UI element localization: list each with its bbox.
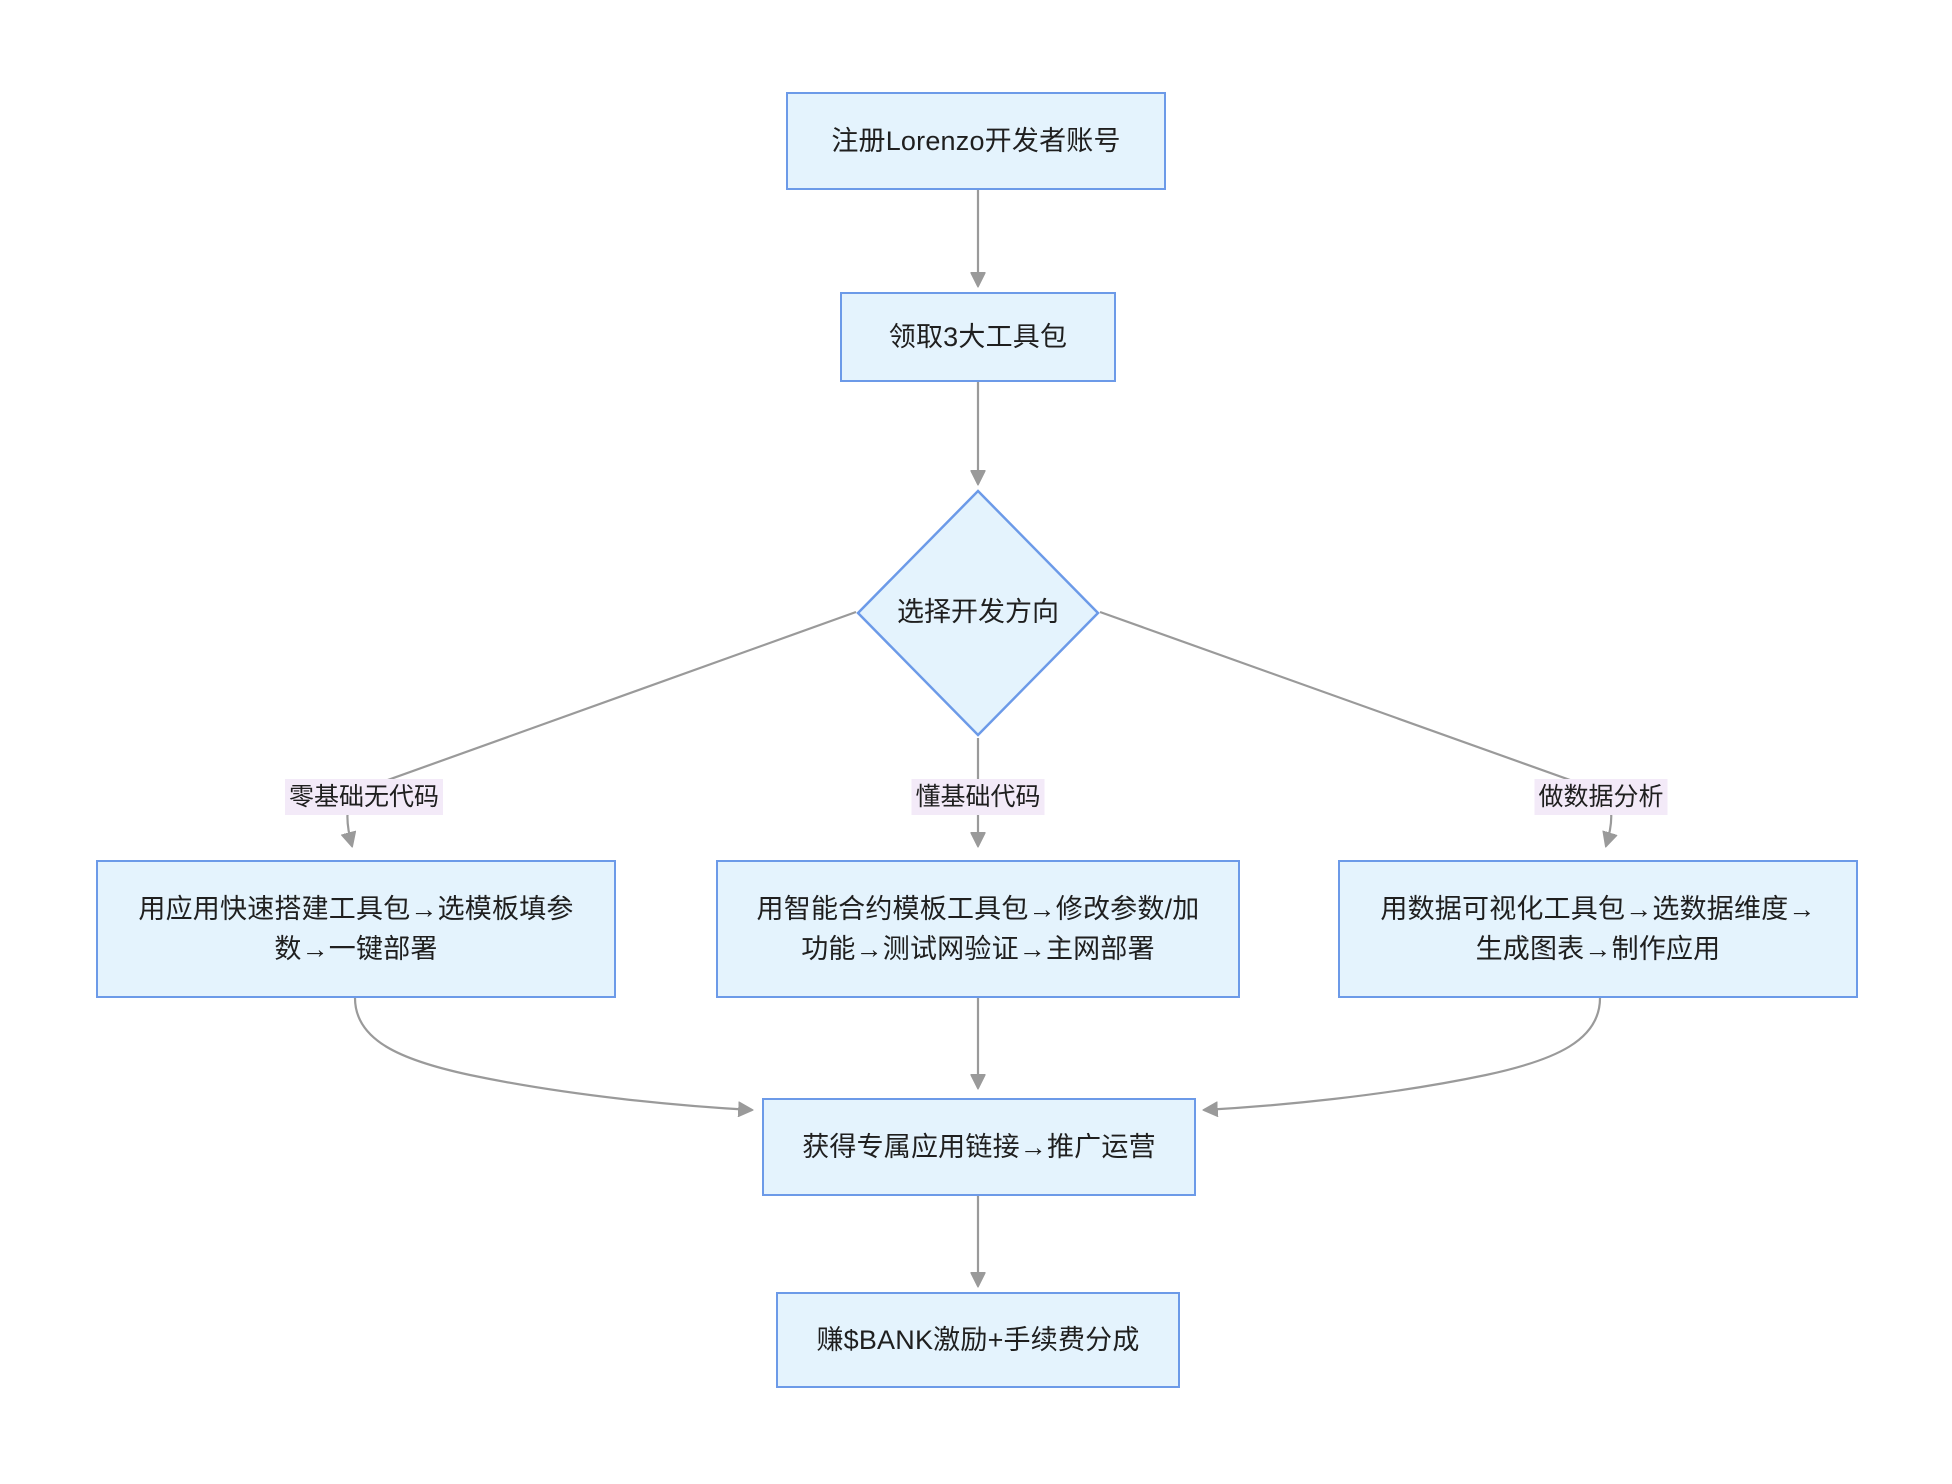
node-toolkits-label: 领取3大工具包 [888,321,1068,352]
node-decision[interactable]: 选择开发方向 [856,489,1100,737]
edge-label-to-code: 懂基础代码 [911,779,1045,815]
node-branch-nocode-label: 用应用快速搭建工具包→选模板填参 数→一键部署 [138,893,574,965]
edge-label-to-nocode: 零基础无代码 [284,779,444,815]
node-branch-data[interactable]: 用数据可视化工具包→选数据维度→ 生成图表→制作应用 [1338,860,1858,998]
node-branch-data-label: 用数据可视化工具包→选数据维度→ 生成图表→制作应用 [1380,893,1816,965]
node-register[interactable]: 注册Lorenzo开发者账号 [786,92,1166,190]
node-branch-code[interactable]: 用智能合约模板工具包→修改参数/加 功能→测试网验证→主网部署 [716,860,1240,998]
node-promote-label: 获得专属应用链接→推广运营 [802,1131,1156,1162]
edge-label-to-data: 做数据分析 [1534,779,1668,815]
node-register-label: 注册Lorenzo开发者账号 [831,125,1121,156]
diamond-shape-icon [856,489,1100,737]
node-toolkits[interactable]: 领取3大工具包 [840,292,1116,382]
node-decision-label: 选择开发方向 [897,597,1059,628]
node-promote[interactable]: 获得专属应用链接→推广运营 [762,1098,1196,1196]
node-earn[interactable]: 赚$BANK激励+手续费分成 [776,1292,1180,1388]
edge-data-to-promote [1204,997,1602,1110]
node-branch-nocode[interactable]: 用应用快速搭建工具包→选模板填参 数→一键部署 [96,860,616,998]
node-earn-label: 赚$BANK激励+手续费分成 [816,1324,1140,1355]
node-branch-code-label: 用智能合约模板工具包→修改参数/加 功能→测试网验证→主网部署 [756,893,1200,965]
edge-nocode-to-promote [353,997,752,1110]
